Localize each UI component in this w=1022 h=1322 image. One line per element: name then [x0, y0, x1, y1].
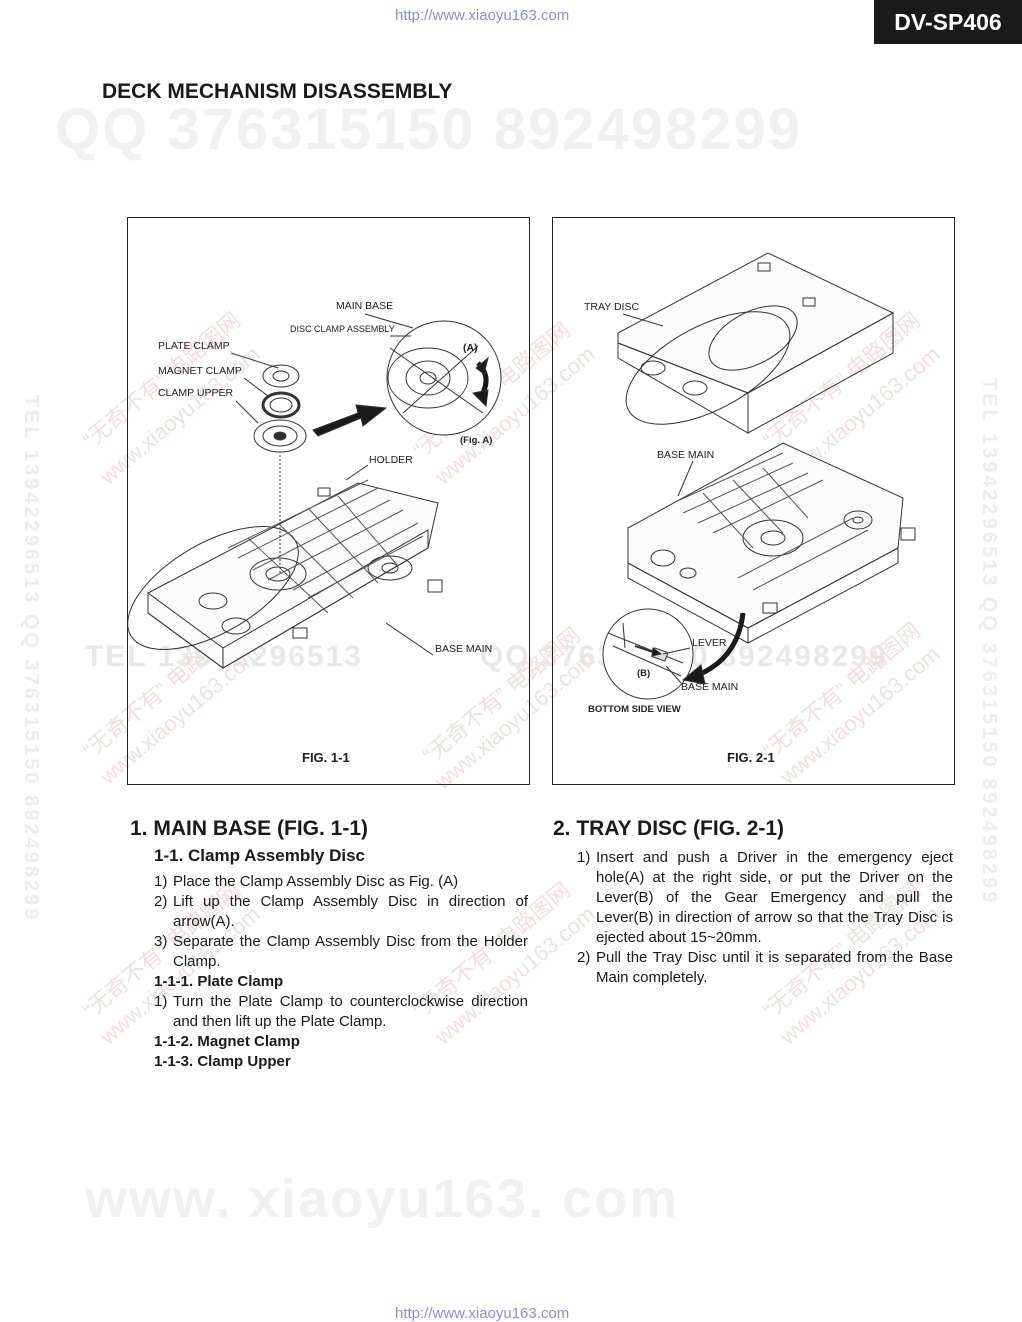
- label-base-main: BASE MAIN: [435, 643, 493, 655]
- label-base-main-bottom: BASE MAIN: [681, 681, 739, 693]
- section-1-sub-2: 1-1-2. Magnet Clamp: [154, 1033, 300, 1050]
- section-1-subtitle: 1-1. Clamp Assembly Disc: [154, 846, 366, 865]
- figure-2-1-drawing: [602, 252, 916, 700]
- label-plate-clamp: PLATE CLAMP: [158, 340, 230, 352]
- section-1-sub-1: 1-1-1. Plate Clamp: [154, 973, 284, 990]
- section-1-title: 1. MAIN BASE (FIG. 1-1): [130, 817, 369, 840]
- page-title: DECK MECHANISM DISASSEMBLY: [102, 80, 453, 103]
- section-1-sub-3: 1-1-3. Clamp Upper: [154, 1053, 291, 1070]
- footer-url[interactable]: http://www.xiaoyu163.com: [395, 1305, 570, 1322]
- step-text: Separate the Clamp Assembly Disc from th…: [173, 933, 528, 970]
- watermark-site-bottom: www. xiaoyu163. com: [85, 1169, 680, 1229]
- figure-1-1-caption: FIG. 1-1: [302, 750, 350, 765]
- step-number: 1): [154, 873, 168, 890]
- label-main-base: MAIN BASE: [336, 300, 394, 312]
- label-clamp-upper: CLAMP UPPER: [158, 387, 234, 399]
- section-1-step-1: 1) Place the Clamp Assembly Disc as Fig.…: [154, 872, 528, 892]
- label-disc-clamp-assembly: DISC CLAMP ASSEMBLY: [290, 324, 395, 334]
- step-number: 3): [154, 933, 168, 950]
- model-badge: DV-SP406: [874, 0, 1022, 44]
- label-tray-disc: TRAY DISC: [584, 301, 640, 313]
- watermark-side-left: TEL 13942296513 QQ 376315150 892498299: [20, 395, 42, 923]
- section-1-sub-1-step: 1) Turn the Plate Clamp to counterclockw…: [154, 992, 528, 1032]
- step-text: Insert and push a Driver in the emergenc…: [596, 849, 953, 946]
- step-number: 1): [154, 993, 168, 1010]
- watermark-side-right: TEL 13942296513 QQ 376315150 892498299: [978, 378, 1000, 906]
- label-a: (A): [463, 342, 478, 354]
- section-1-step-2: 2) Lift up the Clamp Assembly Disc in di…: [154, 892, 528, 932]
- label-lever: LEVER: [692, 637, 727, 649]
- section-2-step-1: 1) Insert and push a Driver in the emerg…: [577, 848, 953, 948]
- figure-1-1-drawing: [127, 313, 502, 669]
- figure-1-1: MAIN BASE DISC CLAMP ASSEMBLY PLATE CLAM…: [127, 217, 530, 785]
- section-2-step-2: 2) Pull the Tray Disc until it is separa…: [577, 948, 953, 988]
- section-2-title: 2. TRAY DISC (FIG. 2-1): [553, 817, 785, 840]
- step-text: Turn the Plate Clamp to counterclockwise…: [173, 993, 528, 1030]
- step-text: Pull the Tray Disc until it is separated…: [596, 949, 953, 986]
- figure-2-1-caption: FIG. 2-1: [727, 750, 775, 765]
- header-url[interactable]: http://www.xiaoyu163.com: [395, 7, 570, 24]
- figure-2-1: TRAY DISC BASE MAIN LEVER (B) BASE MAIN …: [552, 217, 955, 785]
- label-magnet-clamp: MAGNET CLAMP: [158, 365, 242, 377]
- label-holder: HOLDER: [369, 454, 413, 466]
- step-number: 2): [577, 949, 591, 966]
- watermark-qq: QQ 376315150 892498299: [55, 97, 803, 162]
- step-number: 1): [577, 849, 591, 866]
- label-bottom-side-view: BOTTOM SIDE VIEW: [588, 704, 681, 715]
- step-text: Place the Clamp Assembly Disc as Fig. (A…: [173, 873, 459, 890]
- label-base-main-top: BASE MAIN: [657, 449, 715, 461]
- section-1-step-3: 3) Separate the Clamp Assembly Disc from…: [154, 932, 528, 972]
- step-number: 2): [154, 893, 168, 910]
- label-b: (B): [637, 668, 651, 679]
- label-fig-a: (Fig. A): [460, 435, 493, 446]
- step-text: Lift up the Clamp Assembly Disc in direc…: [173, 893, 528, 930]
